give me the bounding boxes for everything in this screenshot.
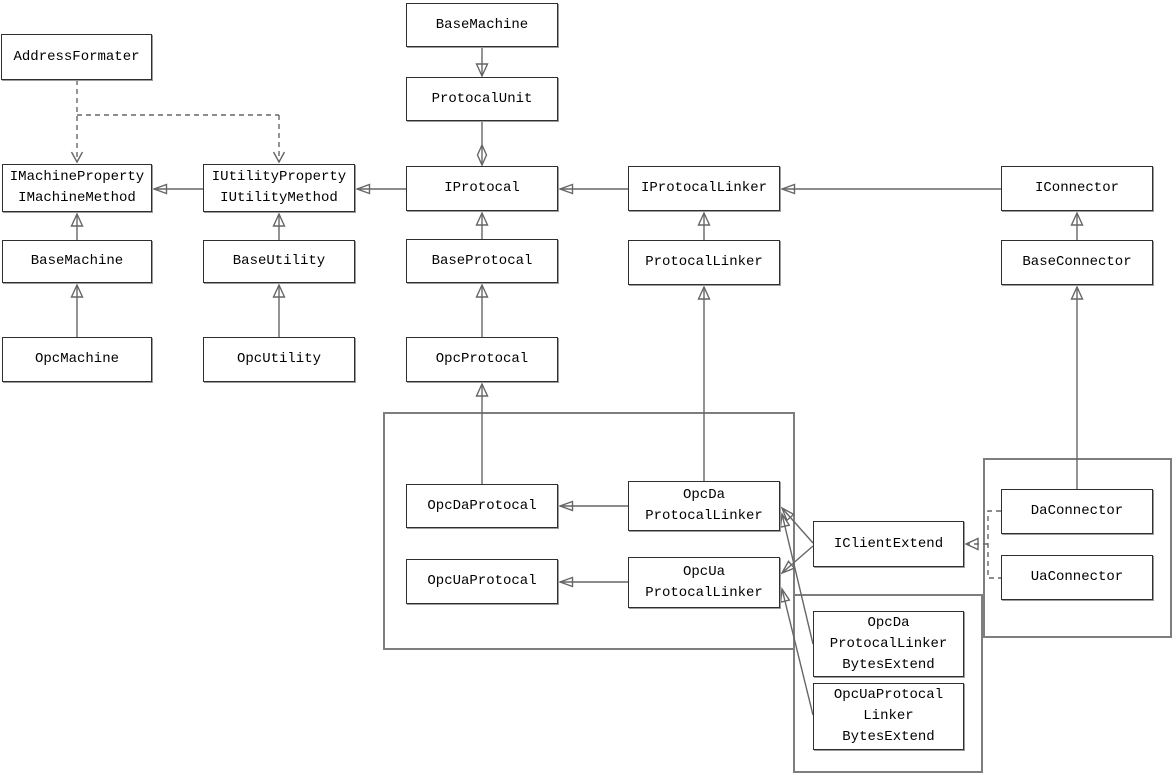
class-box-opcmachine: OpcMachine	[2, 337, 152, 382]
class-box-opcuaprotocallinkerbytesextend: OpcUaProtocal Linker BytesExtend	[813, 683, 964, 750]
edge-connectors-realization-spine	[987, 510, 1001, 579]
edge-opcdabytesextend-to-opcdaprotocallinker	[782, 514, 814, 645]
class-box-iconnector: IConnector	[1001, 166, 1153, 211]
class-box-baseprotocal: BaseProtocal	[406, 239, 558, 283]
class-box-opcprotocal: OpcProtocal	[406, 337, 558, 382]
class-box-daconnector: DaConnector	[1001, 489, 1153, 534]
class-box-opcdaprotocal: OpcDaProtocal	[406, 484, 558, 528]
class-box-protocallinker: ProtocalLinker	[628, 240, 780, 285]
class-box-opcutility: OpcUtility	[203, 337, 355, 382]
class-box-iprotocallinker: IProtocalLinker	[628, 166, 780, 211]
class-box-opcuaprotocallinker: OpcUa ProtocalLinker	[628, 557, 780, 608]
class-box-uaconnector: UaConnector	[1001, 555, 1153, 600]
class-box-protocalunit: ProtocalUnit	[406, 77, 558, 121]
edge-iclientextend-to-opcdaprotocallinker	[782, 508, 814, 544]
class-box-opcdaprotocallinkerbytesextend: OpcDa ProtocalLinker BytesExtend	[813, 611, 964, 677]
class-box-addressformater: AddressFormater	[1, 34, 152, 80]
class-box-iclientextend: IClientExtend	[813, 521, 964, 567]
group-bytes-extend-box	[793, 594, 983, 773]
class-box-basemachine: BaseMachine	[2, 240, 152, 283]
class-box-basemachine-top: BaseMachine	[406, 3, 558, 47]
edge-iclientextend-to-opcuaprotocallinker	[782, 545, 814, 573]
class-box-imachineproperty: IMachineProperty IMachineMethod	[2, 164, 152, 212]
edge-opcuabytesextend-to-opcuaprotocallinker	[782, 589, 814, 716]
class-box-baseutility: BaseUtility	[203, 240, 355, 283]
class-box-opcuaprotocal: OpcUaProtocal	[406, 559, 558, 604]
class-box-opcdaprotocallinker: OpcDa ProtocalLinker	[628, 481, 780, 531]
class-box-baseconnector: BaseConnector	[1001, 240, 1153, 285]
class-box-iprotocal: IProtocal	[406, 166, 558, 211]
group-opc-protocal-linker-box	[383, 412, 795, 650]
class-box-iutilityproperty: IUtilityProperty IUtilityMethod	[203, 164, 355, 212]
